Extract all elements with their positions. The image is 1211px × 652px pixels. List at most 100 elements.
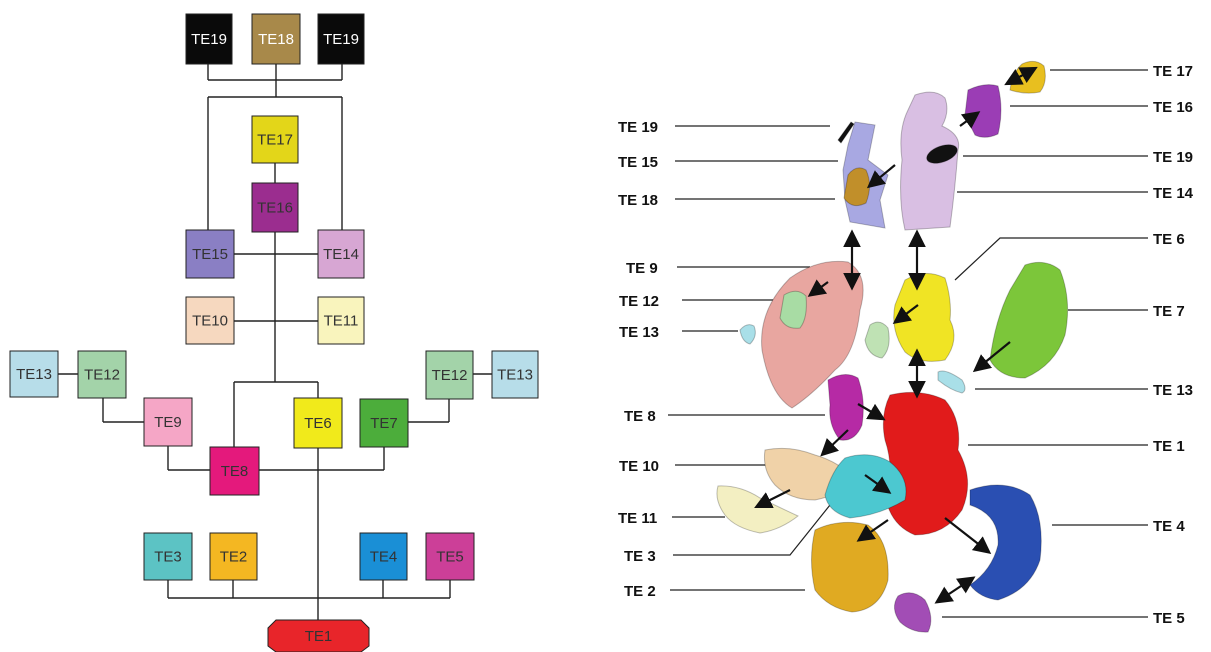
callout-te7: TE 7 [1153, 303, 1185, 320]
callout-te5: TE 5 [1153, 610, 1185, 627]
fragment-te5 [894, 592, 932, 633]
callout-te13-right: TE 13 [1153, 382, 1193, 399]
callout-te13-left: TE 13 [619, 324, 659, 341]
callout-te4: TE 4 [1153, 518, 1185, 535]
callout-te15: TE 15 [618, 154, 658, 171]
tree-node-te7: TE7 [359, 398, 409, 448]
tree-node-te5: TE5 [425, 532, 475, 581]
tree-node-label: TE13 [16, 366, 52, 383]
tree-node-label: TE5 [436, 549, 464, 566]
fragment-te12a [779, 290, 807, 329]
callout-te14: TE 14 [1153, 185, 1194, 202]
callout-te19-left: TE 19 [618, 119, 658, 136]
tree-node-label: TE4 [370, 549, 398, 566]
tree-node-box [267, 619, 370, 652]
callout-te12: TE 12 [619, 293, 659, 310]
tree-node-label: TE7 [370, 415, 398, 432]
tree-connectors [58, 64, 492, 620]
tree-node-label: TE10 [192, 313, 228, 330]
tree-node-box [185, 13, 233, 65]
tree-node-label: TE9 [154, 414, 182, 431]
tree-node-te9: TE9 [143, 397, 193, 447]
callout-te10: TE 10 [619, 458, 659, 475]
fragment-te13a [739, 324, 756, 345]
tree-node-te14: TE14 [317, 229, 365, 279]
tree-node-box [143, 397, 193, 447]
fragment-arrows [754, 66, 1038, 604]
tree-node-te17: TE17 [251, 115, 299, 164]
callout-te8: TE 8 [624, 408, 656, 425]
fragment-te13b [937, 370, 966, 394]
tree-node-te16: TE16 [251, 182, 299, 233]
callout-te16: TE 16 [1153, 99, 1193, 116]
tree-node-label: TE1 [305, 628, 333, 645]
tree-node-te15: TE15 [185, 229, 235, 279]
callout-te2: TE 2 [624, 583, 656, 600]
tree-node-box [251, 182, 299, 233]
tree-node-label: TE16 [257, 200, 293, 217]
tree-node-box [425, 532, 475, 581]
tree-node-label: TE15 [192, 246, 228, 263]
tree-node-box [209, 532, 258, 581]
callout-te1: TE 1 [1153, 438, 1185, 455]
tree-node-te2: TE2 [209, 532, 258, 581]
tree-node-top18: TE18 [251, 13, 301, 65]
tree-node-label: TE13 [497, 367, 533, 384]
tree-node-label: TE14 [323, 246, 359, 263]
fragment-te1 [882, 391, 969, 536]
tree-node-box [251, 13, 301, 65]
tree-node-label: TE12 [84, 367, 120, 384]
tree-node-label: TE18 [258, 31, 294, 48]
tree-node-label: TE11 [324, 313, 359, 330]
tree-node-box [359, 398, 409, 448]
tree-node-box [425, 350, 474, 400]
tree-node-box [209, 446, 260, 496]
tree-node-te11: TE11 [317, 296, 365, 345]
tree-node-label: TE3 [154, 549, 182, 566]
tree-node-box [317, 13, 365, 65]
tree-node-te12a: TE12 [77, 350, 127, 399]
fragment-te19a [837, 121, 855, 144]
tree-node-top19b: TE19 [317, 13, 365, 65]
tree-node-te13a: TE13 [9, 350, 59, 398]
tree-node-box [317, 229, 365, 279]
tree-node-label: TE12 [432, 367, 468, 384]
fragment-te3 [824, 454, 907, 519]
tree-node-box [317, 296, 365, 345]
tree-node-te6: TE6 [293, 397, 343, 449]
fragment-te17 [1009, 60, 1046, 94]
tree-node-label: TE17 [257, 132, 293, 149]
callout-te6: TE 6 [1153, 231, 1185, 248]
tree-node-te13b: TE13 [491, 350, 539, 399]
fragment-te8 [827, 374, 864, 441]
tree-node-te10: TE10 [185, 296, 235, 345]
tree-node-te12b: TE12 [425, 350, 474, 400]
fragment-te16 [964, 84, 1002, 138]
tree-node-box [359, 532, 408, 581]
callout-te17: TE 17 [1153, 63, 1193, 80]
tree-node-box [185, 296, 235, 345]
tree-node-label: TE6 [304, 415, 332, 432]
fragment-te4 [969, 484, 1042, 601]
tree-node-label: TE19 [323, 31, 359, 48]
tree-node-box [293, 397, 343, 449]
callout-te19-right: TE 19 [1153, 149, 1193, 166]
tree-node-box [77, 350, 127, 399]
callout-te18: TE 18 [618, 192, 658, 209]
fragment-te12b [864, 321, 890, 359]
tree-node-te4: TE4 [359, 532, 408, 581]
callout-labels-right: TE 17 TE 16 TE 19 TE 14 TE 6 TE 7 TE 13 … [1153, 63, 1194, 627]
fragment-te2 [811, 521, 889, 613]
tree-node-label: TE2 [220, 549, 248, 566]
fragment-te7 [989, 261, 1069, 379]
fragment-te19b [926, 144, 958, 164]
callout-te11: TE 11 [618, 510, 657, 527]
tree-node-te3: TE3 [143, 532, 193, 581]
tree-node-box [251, 115, 299, 164]
tree-node-top19a: TE19 [185, 13, 233, 65]
tree-node-te1: TE1 [267, 619, 370, 652]
tree-node-label: TE8 [221, 463, 249, 480]
tree-node-box [143, 532, 193, 581]
callout-te3: TE 3 [624, 548, 656, 565]
